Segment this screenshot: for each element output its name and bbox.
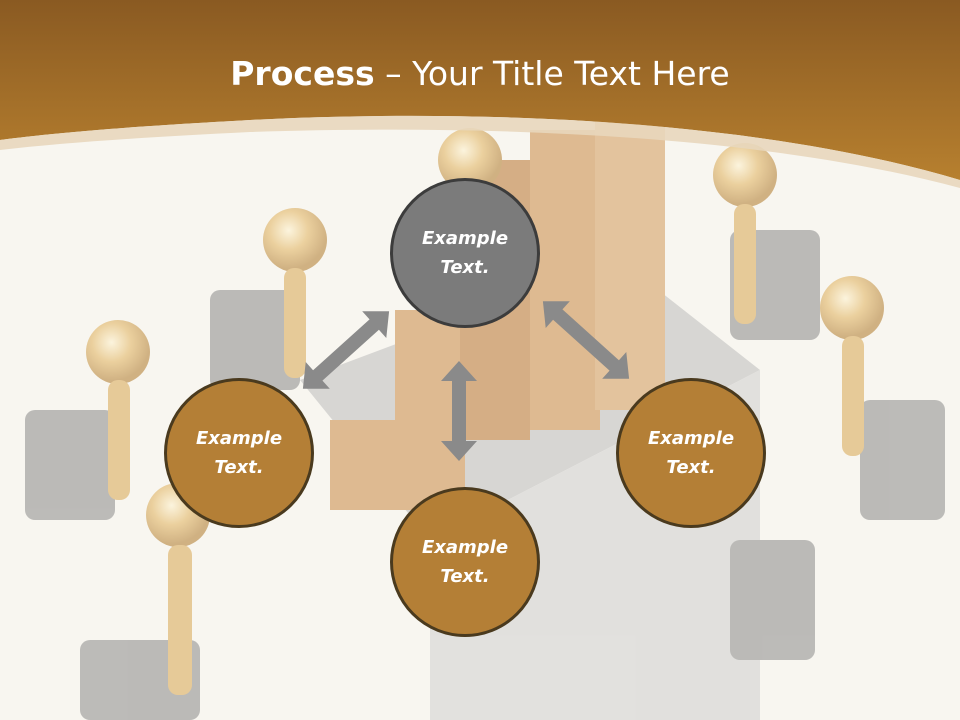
node-left-text: Example Text. [195, 428, 283, 478]
node-bottom-text: Example Text. [421, 537, 509, 587]
process-node-right: Example Text. [616, 378, 766, 528]
node-top-text: Example Text. [421, 228, 509, 278]
arrow-vertical [441, 361, 477, 461]
title-rest: – Your Title Text Here [374, 54, 730, 93]
title-bold: Process [230, 54, 375, 93]
node-right-text: Example Text. [647, 428, 735, 478]
arrow-top-right [542, 301, 630, 379]
process-node-bottom: Example Text. [390, 487, 540, 637]
process-node-left: Example Text. [164, 378, 314, 528]
arrow-top-left [302, 311, 390, 389]
process-node-top: Example Text. [390, 178, 540, 328]
slide-title: Process – Your Title Text Here [0, 52, 960, 96]
